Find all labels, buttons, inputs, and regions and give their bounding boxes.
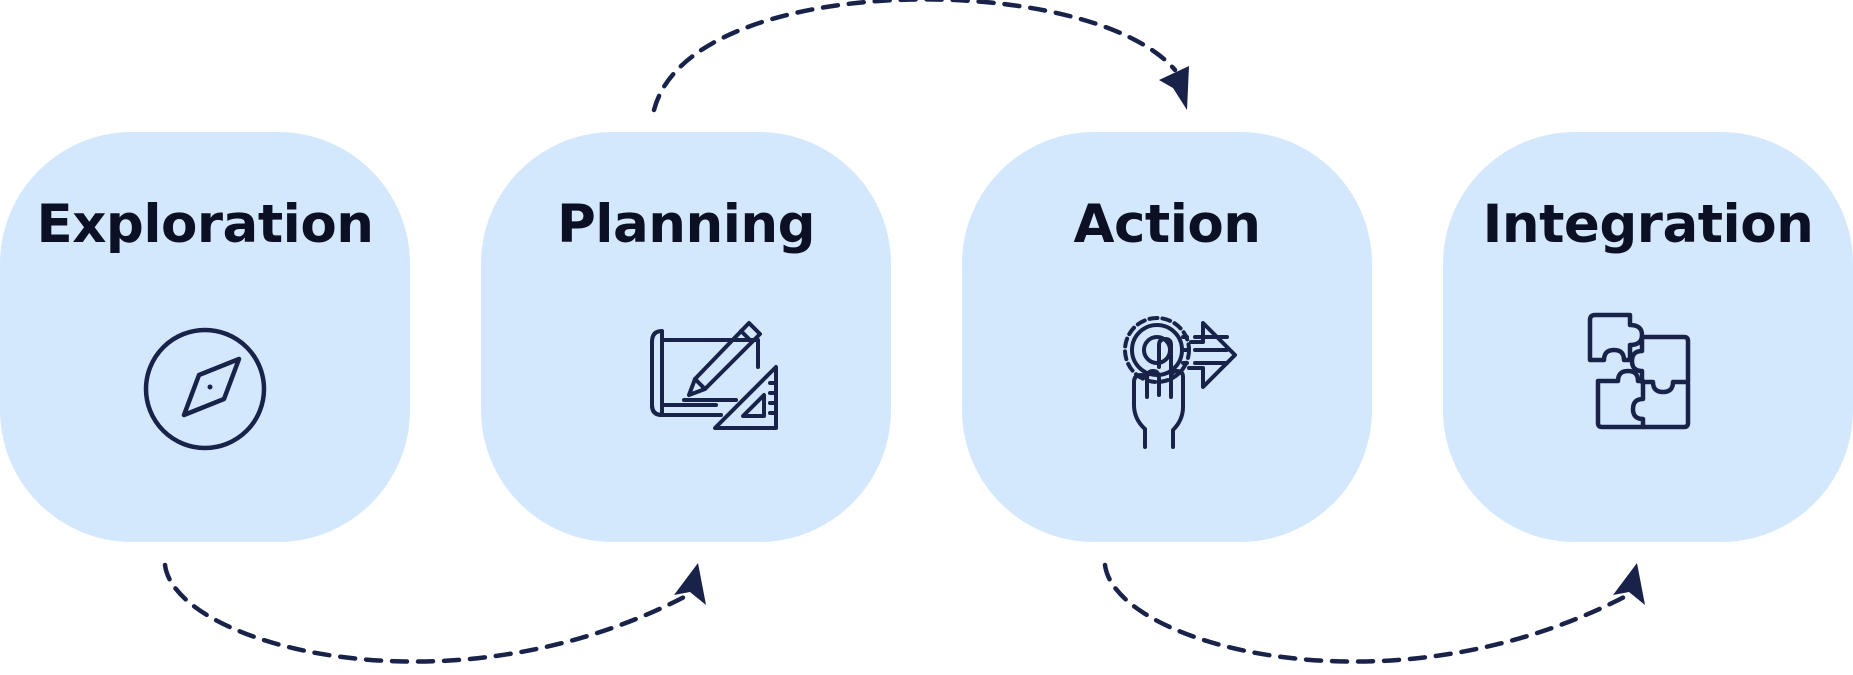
connector-exploration-to-planning [162,562,691,664]
connector-action-to-integration [1102,562,1631,664]
blueprint-pencil-ruler-icon [586,287,786,447]
step-title-planning: Planning [556,194,816,255]
gear-hand-arrow-icon [1067,287,1267,449]
step-card-integration: Integration [1443,132,1853,542]
arrowhead-action [1159,66,1189,110]
arrowhead-integration [1613,563,1645,605]
step-title-integration: Integration [1482,194,1814,255]
connector-planning-to-action [651,0,1178,113]
step-title-exploration: Exploration [36,194,374,255]
step-card-exploration: Exploration [0,132,410,542]
arrowhead-planning [674,563,706,605]
step-card-planning: Planning [481,132,891,542]
compass-icon [105,287,305,451]
step-card-action: Action [962,132,1372,542]
puzzle-pieces-icon [1548,287,1748,447]
step-title-action: Action [1073,194,1261,255]
